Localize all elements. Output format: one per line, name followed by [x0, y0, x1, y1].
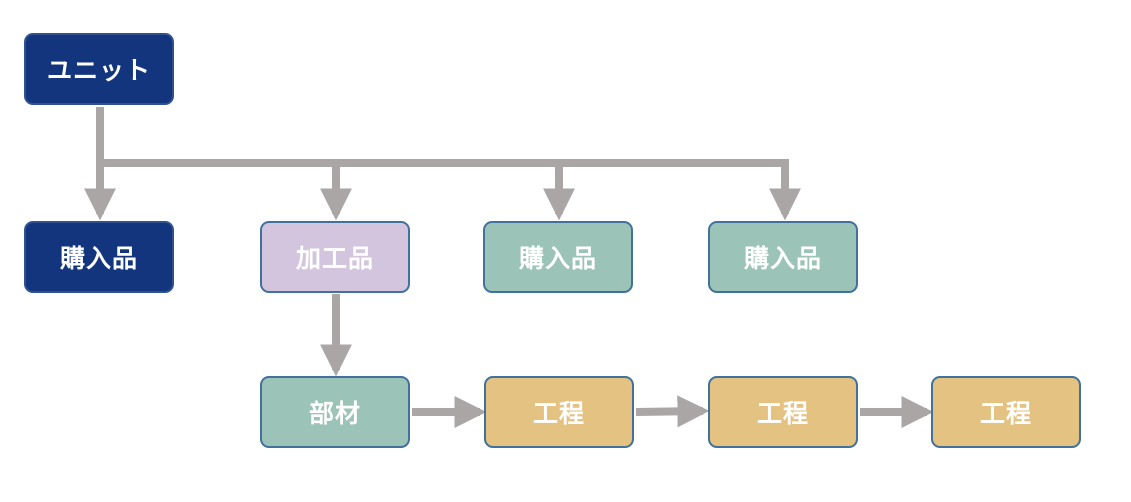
process1-to-process2-line: [635, 395, 710, 428]
purchased-node-2: 購入品: [483, 221, 633, 293]
material-node: 部材: [260, 376, 410, 448]
unit-node: ユニット: [24, 33, 174, 105]
purchased-node-1: 購入品: [24, 221, 174, 293]
processed-node: 加工品: [260, 221, 410, 293]
purchased-node-3: 購入品: [708, 221, 858, 293]
process-node-3: 工程: [931, 376, 1081, 448]
process-node-2: 工程: [708, 376, 858, 448]
process-node-1: 工程: [484, 376, 634, 448]
